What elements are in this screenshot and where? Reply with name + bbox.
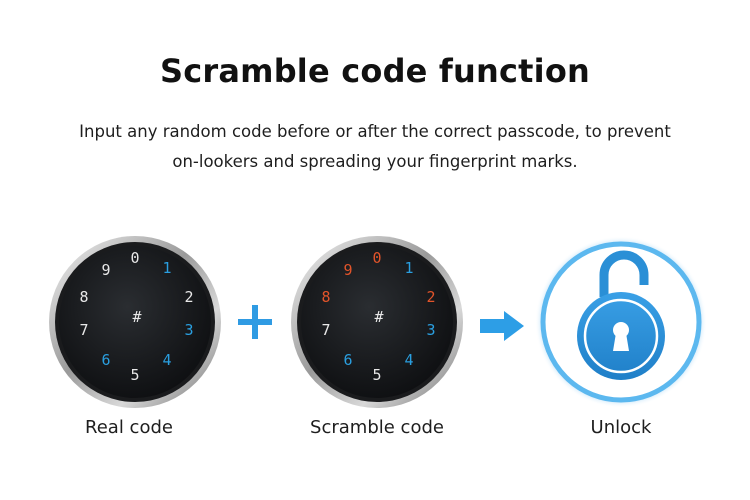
key-5[interactable]: 5 [372,366,381,384]
key-hash[interactable]: # [132,308,141,326]
caption-real-code: Real code [85,417,173,438]
key-5[interactable]: 5 [130,366,139,384]
caption-unlock: Unlock [590,417,652,438]
key-3[interactable]: 3 [184,321,193,339]
key-0[interactable]: 0 [130,249,139,267]
real-code-keypad: 0 1 2 3 4 5 6 7 8 9 # [49,236,221,408]
key-4[interactable]: 4 [162,351,171,369]
key-9[interactable]: 9 [101,261,110,279]
scramble-code-keypad: 0 1 2 3 4 5 6 7 8 9 # [291,236,463,408]
page-title: Scramble code function [159,52,591,90]
key-9[interactable]: 9 [343,261,352,279]
key-0[interactable]: 0 [372,249,381,267]
key-8[interactable]: 8 [79,288,88,306]
key-4[interactable]: 4 [404,351,413,369]
key-6[interactable]: 6 [101,351,110,369]
key-6[interactable]: 6 [343,351,352,369]
unlocked-padlock-icon [535,236,707,408]
key-8[interactable]: 8 [321,288,330,306]
plus-icon [238,305,272,339]
key-1[interactable]: 1 [162,259,171,277]
key-2[interactable]: 2 [184,288,193,306]
caption-scramble-code: Scramble code [310,417,444,438]
subtitle-line-2: on-lookers and spreading your fingerprin… [172,152,578,171]
page-subtitle: Input any random code before or after th… [40,117,710,177]
key-2[interactable]: 2 [426,288,435,306]
arrow-right-icon [480,311,524,341]
keypad-face [301,246,453,398]
key-1[interactable]: 1 [404,259,413,277]
key-3[interactable]: 3 [426,321,435,339]
key-7[interactable]: 7 [321,321,330,339]
subtitle-line-1: Input any random code before or after th… [79,122,671,141]
key-7[interactable]: 7 [79,321,88,339]
keypad-face [59,246,211,398]
key-hash[interactable]: # [374,308,383,326]
